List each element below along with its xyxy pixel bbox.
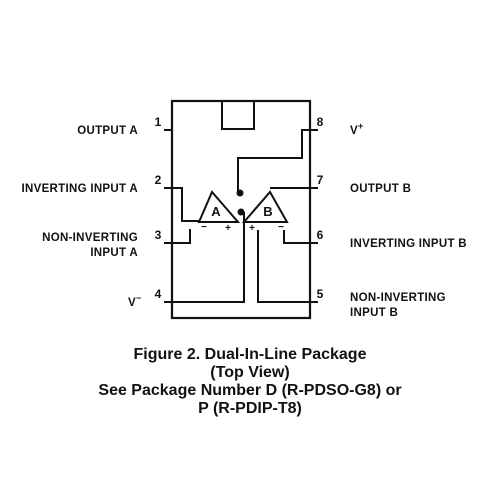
amplifier-b-letter: B: [263, 204, 272, 219]
pinout-diagram: A − + B + − 1 2 3 4 8 7 6 5 OUTPUT A INV…: [22, 99, 467, 320]
pin3-label-line1: NON-INVERTING: [42, 232, 138, 244]
pin1-number: 1: [155, 115, 162, 129]
pin4-number: 4: [155, 287, 162, 301]
pin2-number: 2: [155, 173, 162, 187]
pin7-label: OUTPUT B: [350, 183, 411, 195]
wire-vplus: [237, 129, 310, 192]
amplifier-a-plus: +: [225, 223, 231, 234]
caption-line-2: (Top View): [210, 364, 290, 381]
package-notch: [221, 100, 255, 130]
pin4-label: V−: [128, 293, 142, 309]
amplifier-a-letter: A: [211, 204, 221, 219]
amplifier-a-minus: −: [201, 222, 207, 233]
amplifier-b: [241, 190, 289, 223]
pin5-label-line2: INPUT B: [350, 307, 398, 319]
wire-vminus: [172, 212, 245, 303]
wire-noninverting-a: [172, 229, 191, 244]
pin3-number: 3: [155, 228, 162, 242]
pin6-label: INVERTING INPUT B: [350, 238, 467, 250]
pin5-label-line1: NON-INVERTING: [350, 292, 446, 304]
amplifier-b-plus: +: [249, 223, 255, 234]
pin2-label: INVERTING INPUT A: [22, 183, 138, 195]
wire-inverting-a: [172, 187, 202, 222]
wire-inverting-b: [283, 230, 310, 244]
amplifier-b-minus: −: [278, 222, 284, 233]
pin8-label: V+: [350, 121, 364, 137]
caption-line-3: See Package Number D (R-PDSO-G8) or: [98, 382, 402, 399]
junction-dot-vminus: [237, 208, 245, 216]
caption-line-1: Figure 2. Dual-In-Line Package: [133, 346, 367, 363]
pin5-number: 5: [317, 287, 324, 301]
amplifier-a: [197, 190, 241, 223]
caption-line-4: P (R-PDIP-T8): [198, 400, 302, 417]
figure-caption: Figure 2. Dual-In-Line Package (Top View…: [0, 346, 500, 418]
wire-noninverting-b: [257, 230, 310, 303]
pin6-number: 6: [317, 228, 324, 242]
pin8-number: 8: [317, 115, 324, 129]
pin7-number: 7: [317, 173, 324, 187]
junction-dot-vplus: [236, 189, 244, 197]
pin3-label-line2: INPUT A: [90, 247, 138, 259]
pin1-label: OUTPUT A: [77, 125, 138, 137]
